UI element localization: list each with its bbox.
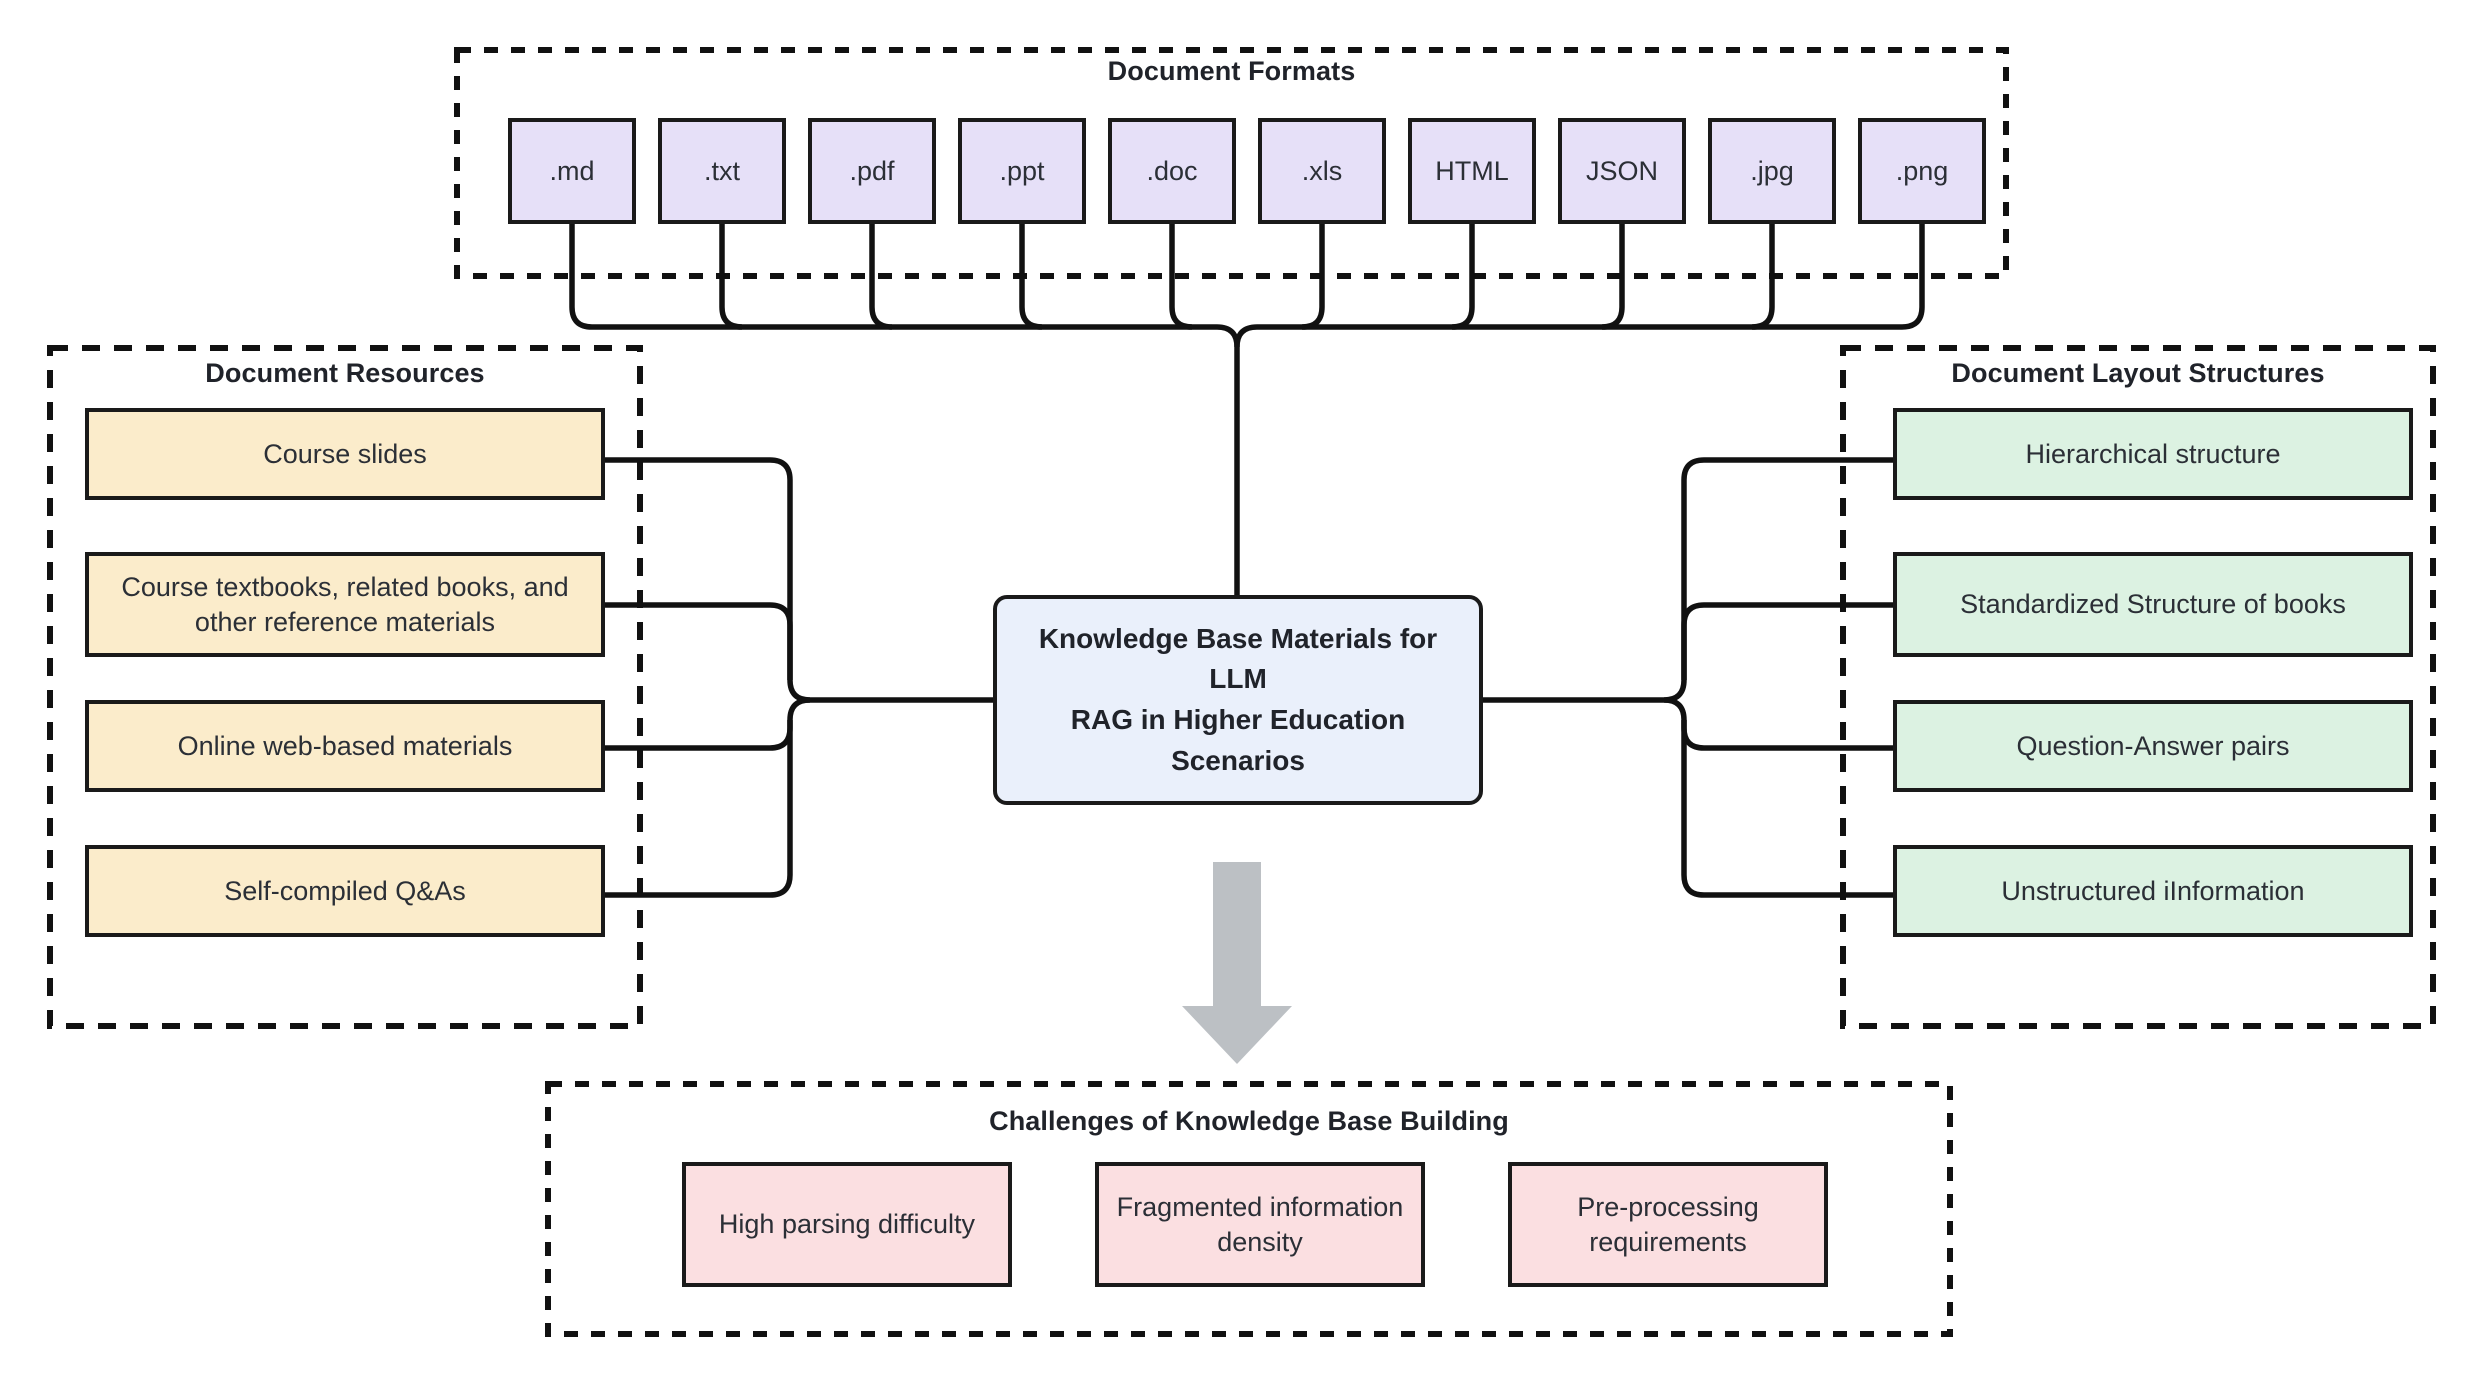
connector-layout-1 (1663, 457, 1893, 703)
challenges-panel-frame (545, 1081, 1953, 1337)
connector-resource-4 (605, 720, 793, 898)
connector-format-md (569, 224, 1217, 330)
format-label: .ppt (999, 155, 1045, 186)
format-box-html[interactable]: HTML (1408, 118, 1536, 224)
format-box-doc[interactable]: .doc (1108, 118, 1236, 224)
resource-label: Online web-based materials (177, 730, 513, 761)
format-label: .xls (1301, 155, 1343, 186)
connector-format-pdf (869, 224, 893, 330)
challenge-box-preprocessing[interactable]: Pre-processing requirements (1508, 1162, 1828, 1287)
resource-label: Course textbooks, related books, and oth… (121, 571, 569, 637)
format-box-png[interactable]: .png (1858, 118, 1986, 224)
formats-panel-frame (454, 47, 2009, 279)
challenges-panel-title: Challenges of Knowledge Base Building (989, 1106, 1509, 1136)
layouts-panel-title: Document Layout Structures (1951, 358, 2325, 388)
format-label: .pdf (849, 155, 895, 186)
format-box-txt[interactable]: .txt (658, 118, 786, 224)
challenge-label: Fragmented information density (1116, 1191, 1404, 1257)
format-box-md[interactable]: .md (508, 118, 636, 224)
resource-box-self-compiled-qas[interactable]: Self-compiled Q&As (85, 845, 605, 937)
layout-label: Hierarchical structure (2025, 438, 2281, 469)
format-box-jpg[interactable]: .jpg (1708, 118, 1836, 224)
format-box-ppt[interactable]: .ppt (958, 118, 1086, 224)
connector-resource-3 (605, 697, 811, 751)
layout-box-hierarchical[interactable]: Hierarchical structure (1893, 408, 2413, 500)
format-label: .jpg (1750, 155, 1794, 186)
format-box-xls[interactable]: .xls (1258, 118, 1386, 224)
connector-layout-4 (1681, 720, 1893, 898)
connector-resource-2 (605, 602, 793, 680)
connector-layout-2 (1681, 602, 1893, 680)
connector-formats-to-center (1216, 324, 1240, 595)
formats-panel-title: Document Formats (1107, 56, 1356, 86)
format-label: JSON (1585, 155, 1658, 186)
layouts-panel-frame (1840, 345, 2436, 1029)
connector-layout-3 (1663, 697, 1893, 751)
center-node-knowledge-base[interactable]: Knowledge Base Materials for LLM RAG in … (993, 595, 1483, 805)
challenge-box-fragmented-density[interactable]: Fragmented information density (1095, 1162, 1425, 1287)
connector-resource-1 (605, 457, 811, 703)
resource-label: Course slides (263, 438, 427, 469)
challenge-box-parsing-difficulty[interactable]: High parsing difficulty (682, 1162, 1012, 1287)
format-label: .png (1895, 155, 1949, 186)
layout-box-standardized[interactable]: Standardized Structure of books (1893, 552, 2413, 657)
connector-format-doc (1169, 224, 1193, 330)
resource-box-course-slides[interactable]: Course slides (85, 408, 605, 500)
layout-box-unstructured[interactable]: Unstructured iInformation (1893, 845, 2413, 937)
resource-label: Self-compiled Q&As (224, 875, 466, 906)
resources-panel-title: Document Resources (205, 358, 485, 388)
format-label: HTML (1435, 155, 1509, 186)
format-label: .doc (1146, 155, 1198, 186)
format-box-pdf[interactable]: .pdf (808, 118, 936, 224)
connector-format-png (1257, 224, 1925, 330)
layout-label: Unstructured iInformation (2001, 875, 2305, 906)
resource-box-textbooks[interactable]: Course textbooks, related books, and oth… (85, 552, 605, 657)
connector-format-ppt (1019, 224, 1043, 330)
resources-panel-frame (47, 345, 643, 1029)
layout-label: Standardized Structure of books (1960, 589, 2346, 620)
resource-box-online-materials[interactable]: Online web-based materials (85, 700, 605, 792)
format-label: .md (549, 155, 595, 186)
layout-box-qa-pairs[interactable]: Question-Answer pairs (1893, 700, 2413, 792)
layout-label: Question-Answer pairs (2016, 730, 2290, 761)
format-label: .txt (703, 155, 740, 186)
down-arrow-icon (1182, 862, 1292, 1064)
connector-formats-to-center-mirror (1234, 324, 1258, 348)
connector-format-txt (719, 224, 743, 330)
challenge-label: High parsing difficulty (718, 1209, 976, 1240)
format-box-json[interactable]: JSON (1558, 118, 1686, 224)
challenge-label: Pre-processing requirements (1577, 1191, 1759, 1257)
